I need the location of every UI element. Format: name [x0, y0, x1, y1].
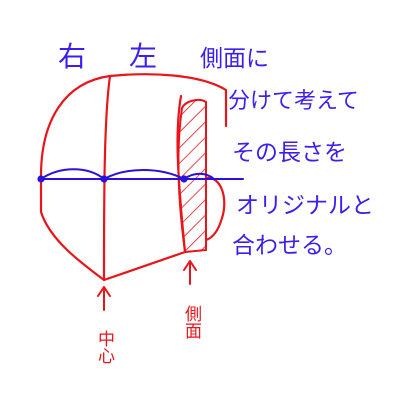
note-line-2: 分けて考えて	[228, 89, 359, 114]
label-left: 左	[129, 40, 157, 73]
note-line-4: オリジナルと	[236, 193, 374, 219]
measure-arc-2	[103, 169, 185, 180]
measure-line	[37, 168, 244, 183]
measure-tick	[180, 175, 188, 183]
note-line-3: その長さを	[232, 140, 347, 166]
label-side: 側面	[181, 305, 202, 339]
head-center-line	[102, 74, 112, 282]
measure-tick	[37, 175, 45, 183]
ear-sketch	[204, 176, 226, 242]
side-arrow	[183, 260, 197, 285]
label-center: 中心	[94, 330, 115, 364]
side-face-hatch	[177, 99, 207, 254]
center-arrow	[97, 286, 111, 311]
label-right: 右	[58, 40, 86, 73]
measure-arc-1	[40, 168, 105, 180]
head-left-side	[39, 178, 187, 282]
measure-tick	[100, 175, 108, 183]
note-line-5: 合わせる。	[232, 233, 347, 259]
note-line-1: 側面に	[200, 46, 269, 72]
